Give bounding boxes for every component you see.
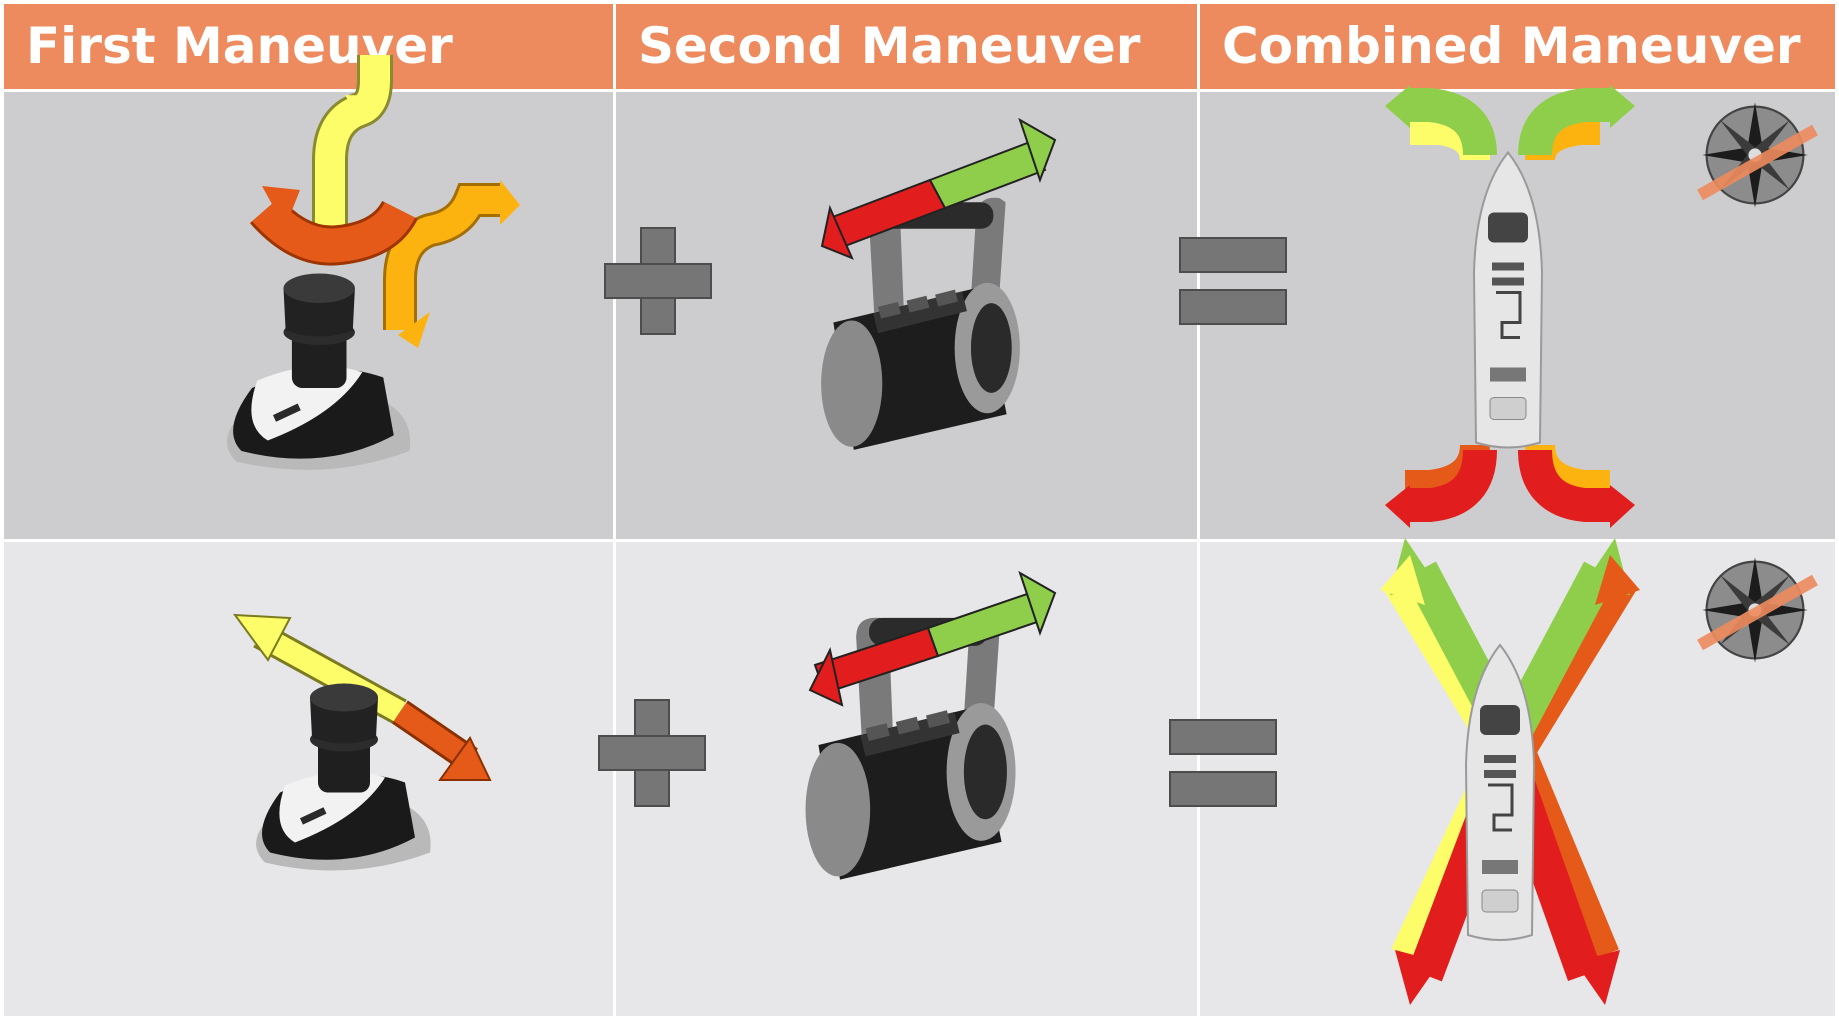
row2-combined-arrows [1380, 538, 1640, 1005]
boat-topview-icon [1472, 150, 1544, 450]
compass-strikethrough-row2 [1697, 556, 1818, 664]
row1-combined-arrows [1385, 85, 1635, 528]
row1-throttle-arrow [820, 117, 1057, 260]
header-second-maneuver: Second Maneuver [616, 4, 1197, 89]
equals-operator-row1 [1179, 237, 1287, 325]
header-combined-maneuver: Combined Maneuver [1200, 4, 1835, 89]
compass-strikethrough-row1 [1697, 101, 1818, 209]
compass-rose-icon [1701, 101, 1809, 209]
row2-throttle-arrow [808, 570, 1057, 707]
boat-topview-icon [1464, 643, 1536, 942]
plus-operator-row2 [598, 699, 706, 807]
joystick-icon [226, 273, 411, 470]
plus-operator-row1 [604, 227, 712, 335]
row1-joystick-arrows [249, 55, 520, 348]
header-first-maneuver: First Maneuver [4, 4, 613, 89]
equals-operator-row2 [1169, 719, 1277, 807]
